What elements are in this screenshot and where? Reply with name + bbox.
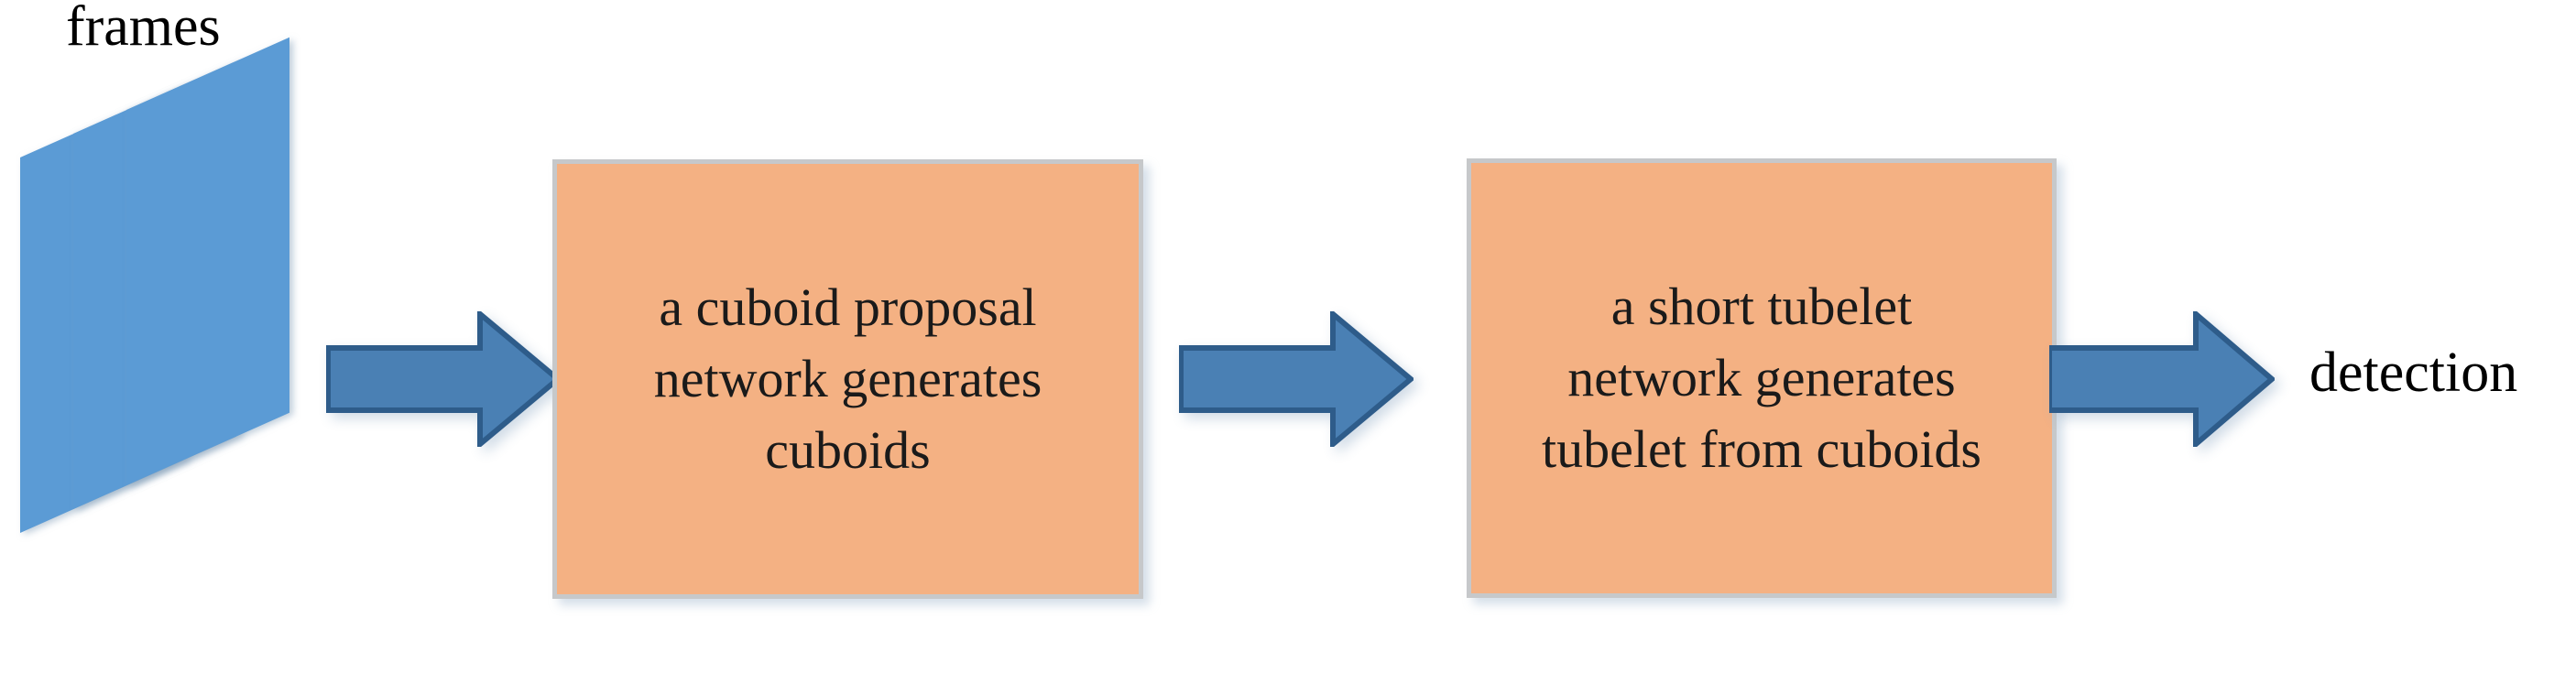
arrow-cuboid-to-tubelet-icon xyxy=(1179,311,1414,447)
detection-label: detection xyxy=(2309,342,2518,404)
frames-stack xyxy=(0,37,311,568)
process-box-label: a cuboid proposal network generates cubo… xyxy=(653,277,1042,480)
arrow-frames-to-cuboid-icon xyxy=(326,311,561,447)
process-box-label: a short tubelet network generates tubele… xyxy=(1541,277,1981,479)
process-box-cuboid-proposal-network[interactable]: a cuboid proposal network generates cubo… xyxy=(552,159,1143,599)
frames-label: frames xyxy=(66,0,221,58)
frame-sheet xyxy=(126,37,289,485)
process-box-short-tubelet-network[interactable]: a short tubelet network generates tubele… xyxy=(1467,158,2057,598)
arrow-tubelet-to-detection-icon xyxy=(2049,311,2275,447)
